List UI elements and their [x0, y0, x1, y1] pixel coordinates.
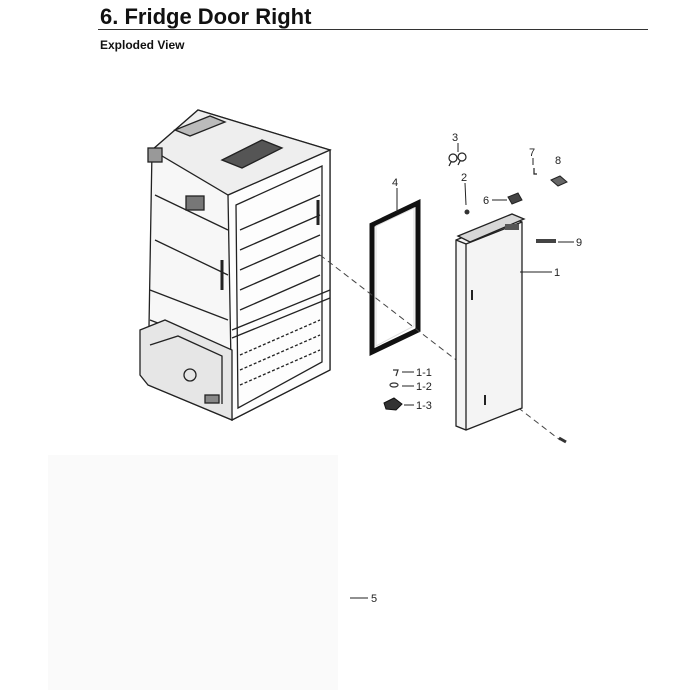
hinge-part-6: [507, 192, 523, 205]
assembly-axis-line: [319, 254, 561, 441]
callout-9: 9: [576, 237, 582, 249]
title-underline: [98, 29, 648, 30]
leader-lines: [350, 143, 574, 599]
callout-8: 8: [555, 155, 561, 167]
callout-1: 1: [554, 267, 560, 279]
fridge-cabinet: [139, 109, 332, 422]
bracket-part-8: [550, 175, 568, 187]
door-gasket: [369, 199, 421, 356]
hinge-cap-part-3: [448, 152, 467, 167]
bottom-pin: [558, 436, 567, 444]
faded-part-5-area: [48, 455, 338, 690]
callout-2: 2: [461, 172, 467, 184]
callout-4: 4: [392, 177, 398, 189]
washer-part-1-2: [389, 382, 399, 388]
callout-3: 3: [452, 132, 458, 144]
section-subtitle: Exploded View: [100, 38, 185, 52]
hinge-pin-part-1-1: [393, 369, 399, 377]
page-title: 6. Fridge Door Right: [100, 4, 312, 29]
callout-6: 6: [483, 195, 489, 207]
callout-5: 5: [371, 593, 377, 605]
callout-1-2: 1-2: [416, 381, 432, 393]
screw-part-2: [464, 209, 470, 215]
callout-1-1: 1-1: [416, 367, 432, 379]
logo-badge-part-9: [536, 239, 556, 243]
door-stopper-part-1-3: [383, 397, 403, 411]
callout-1-3: 1-3: [416, 400, 432, 412]
callout-7: 7: [529, 147, 535, 159]
clip-part-7: [533, 168, 537, 175]
door-panel: [455, 213, 526, 431]
